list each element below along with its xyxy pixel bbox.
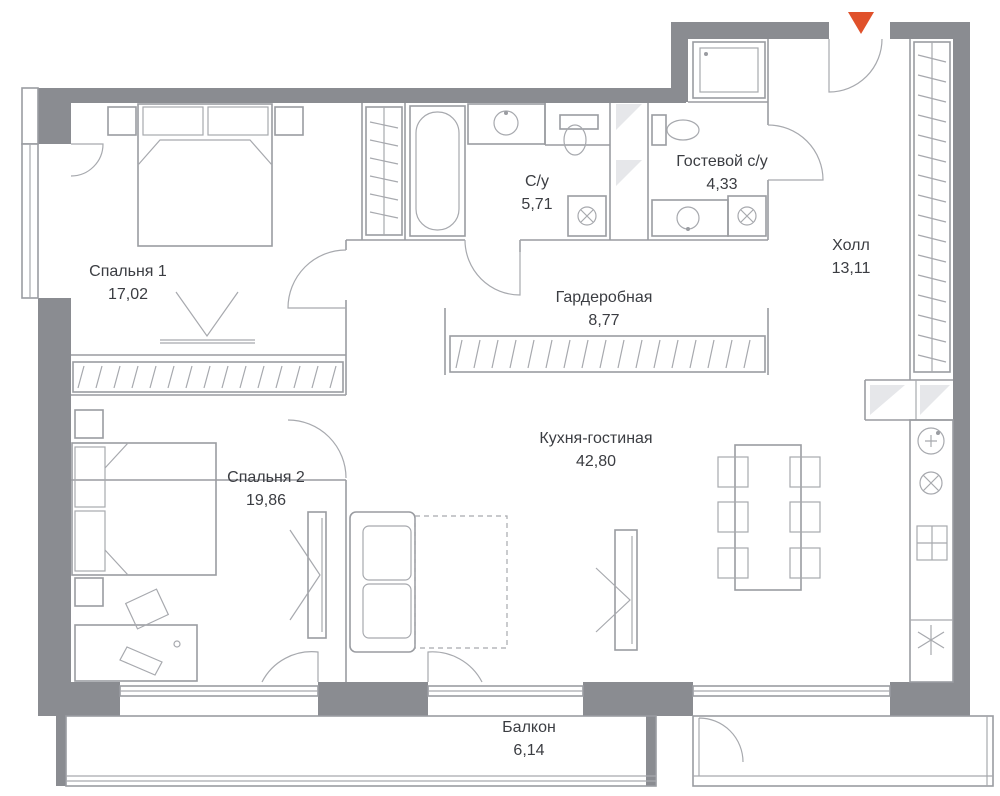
room-name-kitchen-living: Кухня-гостиная <box>539 430 652 447</box>
room-area-bedroom-2: 19,86 <box>246 492 286 509</box>
room-area-guest-bathroom: 4,33 <box>706 176 737 193</box>
shower-guest-bath <box>692 41 766 99</box>
sofa <box>349 511 508 653</box>
bath-cabinet <box>365 106 403 236</box>
room-name-bedroom-1: Спальня 1 <box>89 263 167 280</box>
tv-console-bedroom-2 <box>289 511 327 639</box>
wardrobe-bedroom-1 <box>72 291 344 393</box>
balcony-frame <box>65 715 994 787</box>
room-name-walk-in-closet: Гардеробная <box>556 289 653 306</box>
windows <box>21 87 891 697</box>
room-name-bathroom: С/у <box>525 173 549 190</box>
entrance-arrow-icon <box>848 12 874 34</box>
bed-bedroom-1 <box>107 103 304 247</box>
kitchen-counter <box>909 419 954 683</box>
room-area-walk-in-closet: 8,77 <box>588 312 619 329</box>
hall-wardrobe <box>913 41 951 373</box>
room-name-balcony: Балкон <box>502 719 556 736</box>
room-name-guest-bathroom: Гостевой с/у <box>676 153 768 170</box>
tv-console-living <box>595 529 638 651</box>
room-name-hall: Холл <box>832 237 870 254</box>
toilet-guest-bath <box>651 114 700 146</box>
room-area-bedroom-1: 17,02 <box>108 286 148 303</box>
outer-walls <box>38 22 970 786</box>
doors <box>70 38 883 683</box>
desk <box>74 588 198 682</box>
room-area-kitchen-living: 42,80 <box>576 453 616 470</box>
sink-main-bath <box>467 103 546 145</box>
toilet-main-bath <box>559 114 599 156</box>
bed-bedroom-2 <box>71 409 217 607</box>
room-area-bathroom: 5,71 <box>521 196 552 213</box>
room-area-hall: 13,11 <box>832 260 871 277</box>
glass-partitions <box>616 104 950 420</box>
dining-table <box>717 444 821 591</box>
washer-main-bath <box>567 195 607 237</box>
walk-in-closet-rail <box>449 335 766 373</box>
room-name-bedroom-2: Спальня 2 <box>227 469 305 486</box>
sink-guest-bath <box>651 199 729 237</box>
washer-guest-bath <box>727 195 767 237</box>
bathtub <box>409 105 466 237</box>
room-labels: Спальня 1 17,02 Спальня 2 19,86 С/у 5,71… <box>89 153 870 759</box>
room-area-balcony: 6,14 <box>513 742 544 759</box>
